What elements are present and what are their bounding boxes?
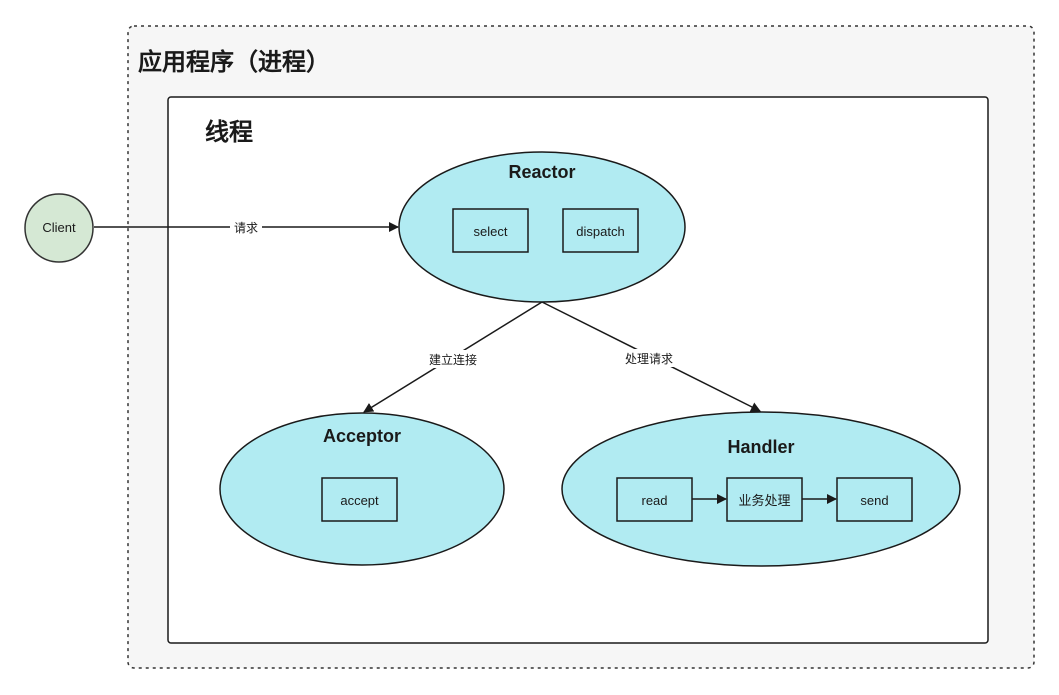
handler-node bbox=[561, 411, 961, 567]
select-label: select bbox=[474, 224, 508, 239]
client-label: Client bbox=[42, 220, 76, 235]
edge-label-bg-handle bbox=[620, 349, 678, 367]
reactor-title: Reactor bbox=[508, 162, 575, 182]
edge-label-request: 请求 bbox=[234, 221, 258, 235]
dispatch-box bbox=[562, 208, 639, 253]
send-box bbox=[836, 477, 913, 522]
read-label: read bbox=[641, 493, 667, 508]
business-label: 业务处理 bbox=[738, 493, 790, 508]
process-title: 应用程序（进程） bbox=[138, 48, 330, 76]
handler-title: Handler bbox=[727, 437, 794, 457]
client-node bbox=[24, 193, 94, 263]
accept-box bbox=[321, 477, 398, 522]
thread-title: 线程 bbox=[205, 118, 253, 146]
dispatch-label: dispatch bbox=[576, 224, 624, 239]
acceptor-title: Acceptor bbox=[323, 426, 401, 446]
edge-label-handle: 处理请求 bbox=[625, 352, 673, 366]
edge-label-bg-connect bbox=[424, 350, 482, 368]
send-label: send bbox=[860, 493, 888, 508]
select-box bbox=[452, 208, 529, 253]
acceptor-node bbox=[219, 412, 505, 566]
accept-label: accept bbox=[340, 493, 379, 508]
edge-label-connect: 建立连接 bbox=[429, 352, 477, 367]
edge-label-bg-request bbox=[230, 218, 262, 236]
